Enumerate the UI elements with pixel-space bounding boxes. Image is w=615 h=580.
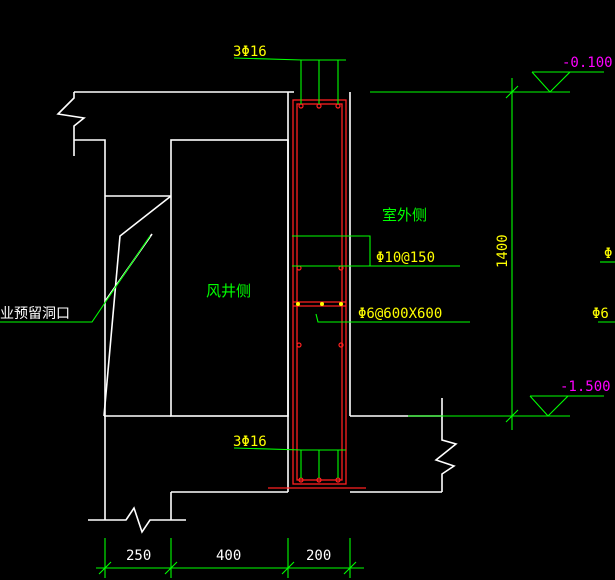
leader-hole — [0, 235, 151, 323]
label-top-bars: 3Φ16 — [233, 44, 267, 60]
rebar-dot — [338, 342, 344, 348]
label-edge-phi-top: Φ — [604, 246, 612, 262]
rebar-outer-cage — [292, 99, 347, 485]
label-dim-200: 200 — [306, 548, 331, 564]
label-edge-phi-bottom: Φ6 — [592, 306, 609, 322]
rebar-dots — [296, 103, 344, 483]
leader-bottom-bars — [233, 447, 346, 451]
hole-frame — [103, 195, 172, 417]
label-bottom-bars: 3Φ16 — [233, 434, 267, 450]
shaft-block — [170, 139, 289, 417]
dim-tick-1 — [98, 561, 112, 575]
tie-hook-dot — [320, 302, 324, 306]
top-slab-edge — [56, 92, 86, 156]
label-rebar-ties: Φ6@600X600 — [358, 306, 442, 322]
label-rebar-horizontal: Φ10@150 — [376, 250, 435, 266]
green-lines — [0, 57, 615, 578]
label-elev-top: -0.100 — [562, 55, 613, 71]
rebar-dot — [316, 103, 322, 109]
elev-symbol-top — [531, 71, 572, 93]
leader-phi6 — [315, 313, 470, 323]
rebar-group — [268, 99, 366, 489]
label-elev-bottom: -1.500 — [560, 379, 611, 395]
elev-tick-top — [505, 85, 519, 99]
tie-hook-dot — [339, 302, 343, 306]
elev-symbol-bottom — [529, 395, 570, 417]
label-dim-400: 400 — [216, 548, 241, 564]
rebar-dot — [296, 342, 302, 348]
rebar-inner-cage — [296, 103, 343, 481]
label-dim-height: 1400 — [495, 234, 511, 268]
elev-tick-bottom — [505, 409, 519, 423]
tie-hook-dot — [296, 302, 300, 306]
bottom-break-line — [88, 506, 186, 534]
leader-top-bars — [233, 57, 346, 61]
bottom-slab-right — [350, 398, 443, 417]
leader-phi10 — [292, 235, 460, 267]
top-slab-lower-edge — [74, 139, 106, 416]
label-outdoor-side: 室外侧 — [382, 206, 427, 224]
bottom-slab-break — [434, 416, 458, 492]
structure-outline — [56, 91, 458, 534]
dim-tick-3 — [281, 561, 295, 575]
rebar-dot — [298, 103, 304, 109]
label-shaft-side: 风井侧 — [206, 282, 251, 300]
dim-tick-4 — [343, 561, 357, 575]
tie-hooks — [296, 302, 343, 306]
dim-tick-2 — [164, 561, 178, 575]
label-dim-250: 250 — [126, 548, 151, 564]
label-reserved-hole: 专业预留洞口 — [0, 306, 70, 322]
rebar-dot — [335, 103, 341, 109]
